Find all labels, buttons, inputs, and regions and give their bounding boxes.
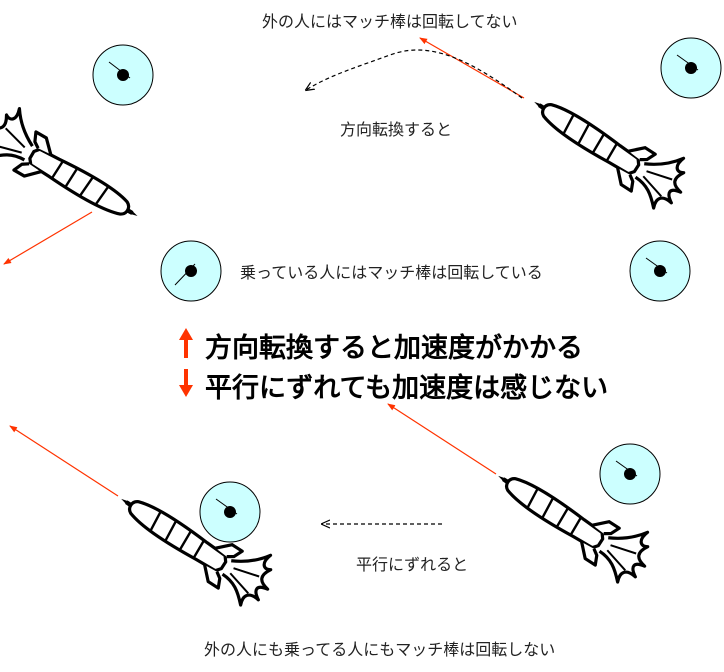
bottom-caption: 外の人にも乗ってる人にもマッチ棒は回転しない bbox=[204, 640, 556, 659]
velocity-arrow-top-left bbox=[3, 211, 93, 265]
headline-line-2: 平行にずれても加速度は感じない bbox=[205, 373, 609, 404]
top-caption: 外の人にはマッチ棒は回転してない bbox=[262, 12, 518, 31]
up-arrow-icon bbox=[179, 328, 193, 358]
match-dial-bottom-left bbox=[199, 481, 261, 543]
match-dial-top-left bbox=[92, 44, 154, 106]
velocity-arrow-bottom-left bbox=[9, 425, 119, 497]
rocket-top-left bbox=[0, 98, 157, 239]
match-dial-top-right bbox=[660, 37, 722, 99]
headline-line-1: 方向転換すると加速度がかかる bbox=[205, 333, 583, 364]
match-dial-middle-right bbox=[629, 240, 691, 302]
rider-caption: 乗っている人にはマッチ棒は回転している bbox=[240, 263, 543, 282]
down-arrow-icon bbox=[179, 369, 193, 397]
turn-caption: 方向転換すると bbox=[340, 120, 453, 139]
turn-path-arrow bbox=[306, 49, 523, 99]
shift-caption: 平行にずれると bbox=[356, 555, 469, 574]
match-dial-bottom-right bbox=[599, 443, 661, 505]
velocity-arrow-top-right bbox=[419, 37, 525, 99]
velocity-arrow-bottom-right bbox=[387, 403, 497, 475]
rocket-bottom-left bbox=[106, 468, 286, 615]
rocket-top-right bbox=[519, 71, 699, 218]
match-dial-middle-left bbox=[160, 240, 222, 302]
